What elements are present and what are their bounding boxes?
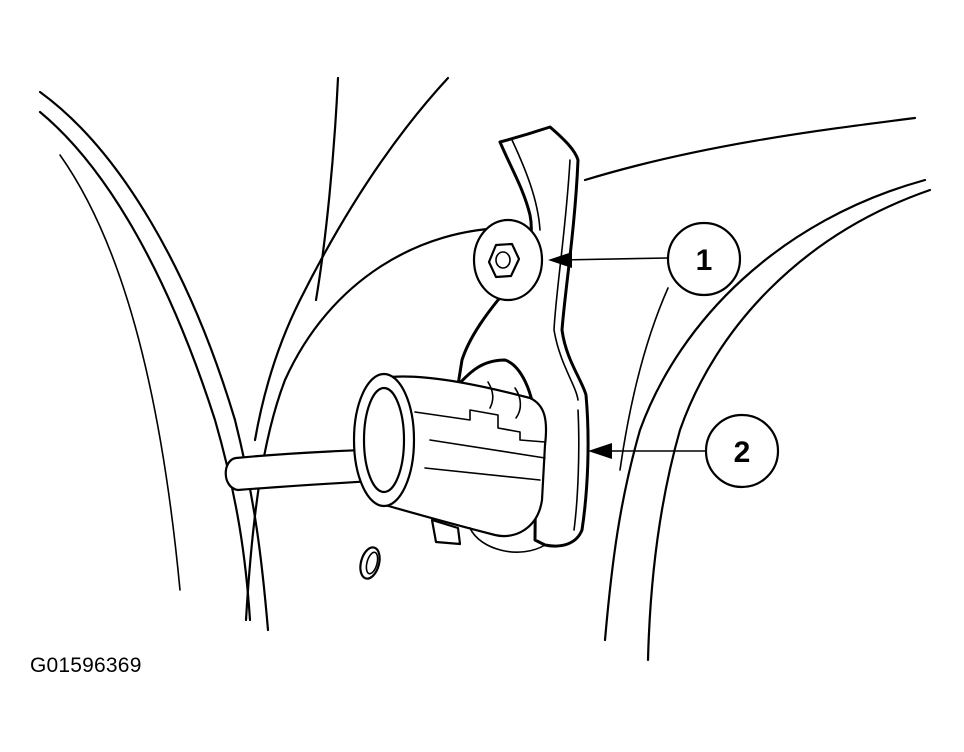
body-panel-outlines: [38, 76, 932, 662]
callout-1-arrowhead: [548, 252, 572, 268]
callout-2-circle: [704, 413, 780, 489]
callout-1: 1: [548, 221, 742, 297]
callout-1-circle: [666, 221, 742, 297]
callout-2-number: 2: [734, 436, 751, 469]
callout-1-number: 1: [696, 244, 713, 277]
bolt: [472, 218, 544, 302]
electrical-connector: [352, 372, 548, 553]
figure-id-label: G01596369: [30, 654, 142, 677]
callout-2: 2: [588, 413, 780, 489]
callout-1-leader: [559, 257, 669, 261]
callout-2-arrowhead: [588, 443, 612, 459]
panel-hole: [359, 546, 381, 580]
